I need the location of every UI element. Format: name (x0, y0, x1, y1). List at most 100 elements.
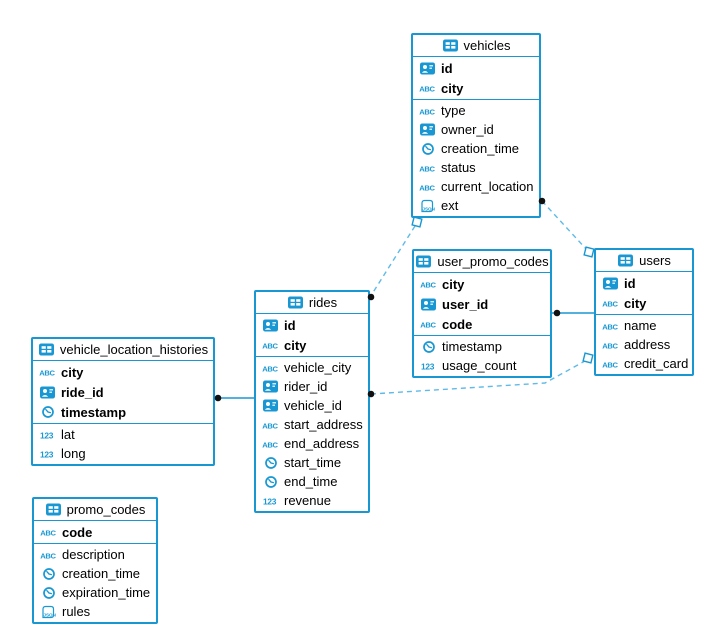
field-name: current_location (441, 179, 534, 194)
field-row-ride_id[interactable]: ride_id (33, 382, 213, 402)
field-name: code (442, 316, 473, 332)
field-name: city (624, 295, 647, 311)
relationship-line-rides-users[interactable] (370, 360, 586, 395)
field-name: city (441, 80, 464, 96)
table-title: users (639, 253, 671, 268)
field-row-description[interactable]: ABC description (34, 545, 156, 564)
field-name: lat (61, 427, 75, 442)
field-row-owner_id[interactable]: owner_id (413, 120, 539, 139)
svg-text:ABC: ABC (419, 107, 435, 116)
fields-section: ABC description creation_time expiration_ti… (34, 544, 156, 622)
relationship-line-vehicles-rides[interactable] (371, 225, 416, 295)
field-row-id[interactable]: id (256, 315, 368, 335)
field-row-long[interactable]: 123 long (33, 444, 213, 463)
json-icon: JSON (40, 605, 57, 618)
field-row-timestamp[interactable]: timestamp (414, 337, 550, 356)
field-name: city (61, 364, 84, 380)
field-row-expiration_time[interactable]: expiration_time (34, 583, 156, 602)
field-name: status (441, 160, 476, 175)
field-row-creation_time[interactable]: creation_time (413, 139, 539, 158)
field-row-timestamp[interactable]: timestamp (33, 402, 213, 422)
field-row-code[interactable]: ABC code (414, 314, 550, 334)
field-name: description (62, 547, 125, 562)
abc-icon: ABC (419, 161, 436, 174)
table-header[interactable]: user_promo_codes (414, 251, 550, 273)
table-icon (287, 296, 304, 309)
table-icon (415, 255, 432, 268)
field-row-start_time[interactable]: start_time (256, 453, 368, 472)
field-name: long (61, 446, 86, 461)
field-row-vehicle_id[interactable]: vehicle_id (256, 396, 368, 415)
field-name: timestamp (61, 404, 127, 420)
field-row-user_id[interactable]: user_id (414, 294, 550, 314)
id-badge-icon (39, 386, 56, 399)
table-header[interactable]: users (596, 250, 692, 272)
field-row-status[interactable]: ABC status (413, 158, 539, 177)
table-header[interactable]: rides (256, 292, 368, 314)
table-header[interactable]: promo_codes (34, 499, 156, 521)
id-badge-icon (419, 62, 436, 75)
field-row-rider_id[interactable]: rider_id (256, 377, 368, 396)
field-name: id (624, 275, 636, 291)
relationship-line-vehicles-users[interactable] (541, 200, 588, 251)
clock-icon (420, 340, 437, 353)
table-title: rides (308, 295, 338, 310)
table-header[interactable]: vehicle_location_histories (33, 339, 213, 361)
field-row-creation_time[interactable]: creation_time (34, 564, 156, 583)
svg-text:ABC: ABC (40, 551, 56, 560)
svg-text:ABC: ABC (602, 322, 618, 331)
abc-icon: ABC (419, 104, 436, 117)
field-row-end_time[interactable]: end_time (256, 472, 368, 491)
abc-icon: ABC (602, 297, 619, 310)
svg-text:123: 123 (40, 449, 54, 459)
abc-icon: ABC (262, 437, 279, 450)
field-name: creation_time (62, 566, 141, 581)
abc-icon: ABC (602, 357, 619, 370)
abc-icon: ABC (602, 338, 619, 351)
table-icon (45, 503, 62, 516)
table-header[interactable]: vehicles (413, 35, 539, 57)
abc-icon: ABC (40, 526, 57, 539)
field-row-id[interactable]: id (596, 273, 692, 293)
field-row-type[interactable]: ABC type (413, 101, 539, 120)
id-badge-icon (262, 399, 279, 412)
clock-icon (39, 406, 56, 419)
svg-text:ABC: ABC (602, 299, 618, 308)
field-row-id[interactable]: id (413, 58, 539, 78)
field-name: type (441, 103, 466, 118)
clock-icon (40, 567, 57, 580)
svg-text:ABC: ABC (420, 320, 436, 329)
field-row-city[interactable]: ABC city (596, 293, 692, 313)
field-name: ext (441, 198, 459, 213)
field-name: start_time (284, 455, 342, 470)
